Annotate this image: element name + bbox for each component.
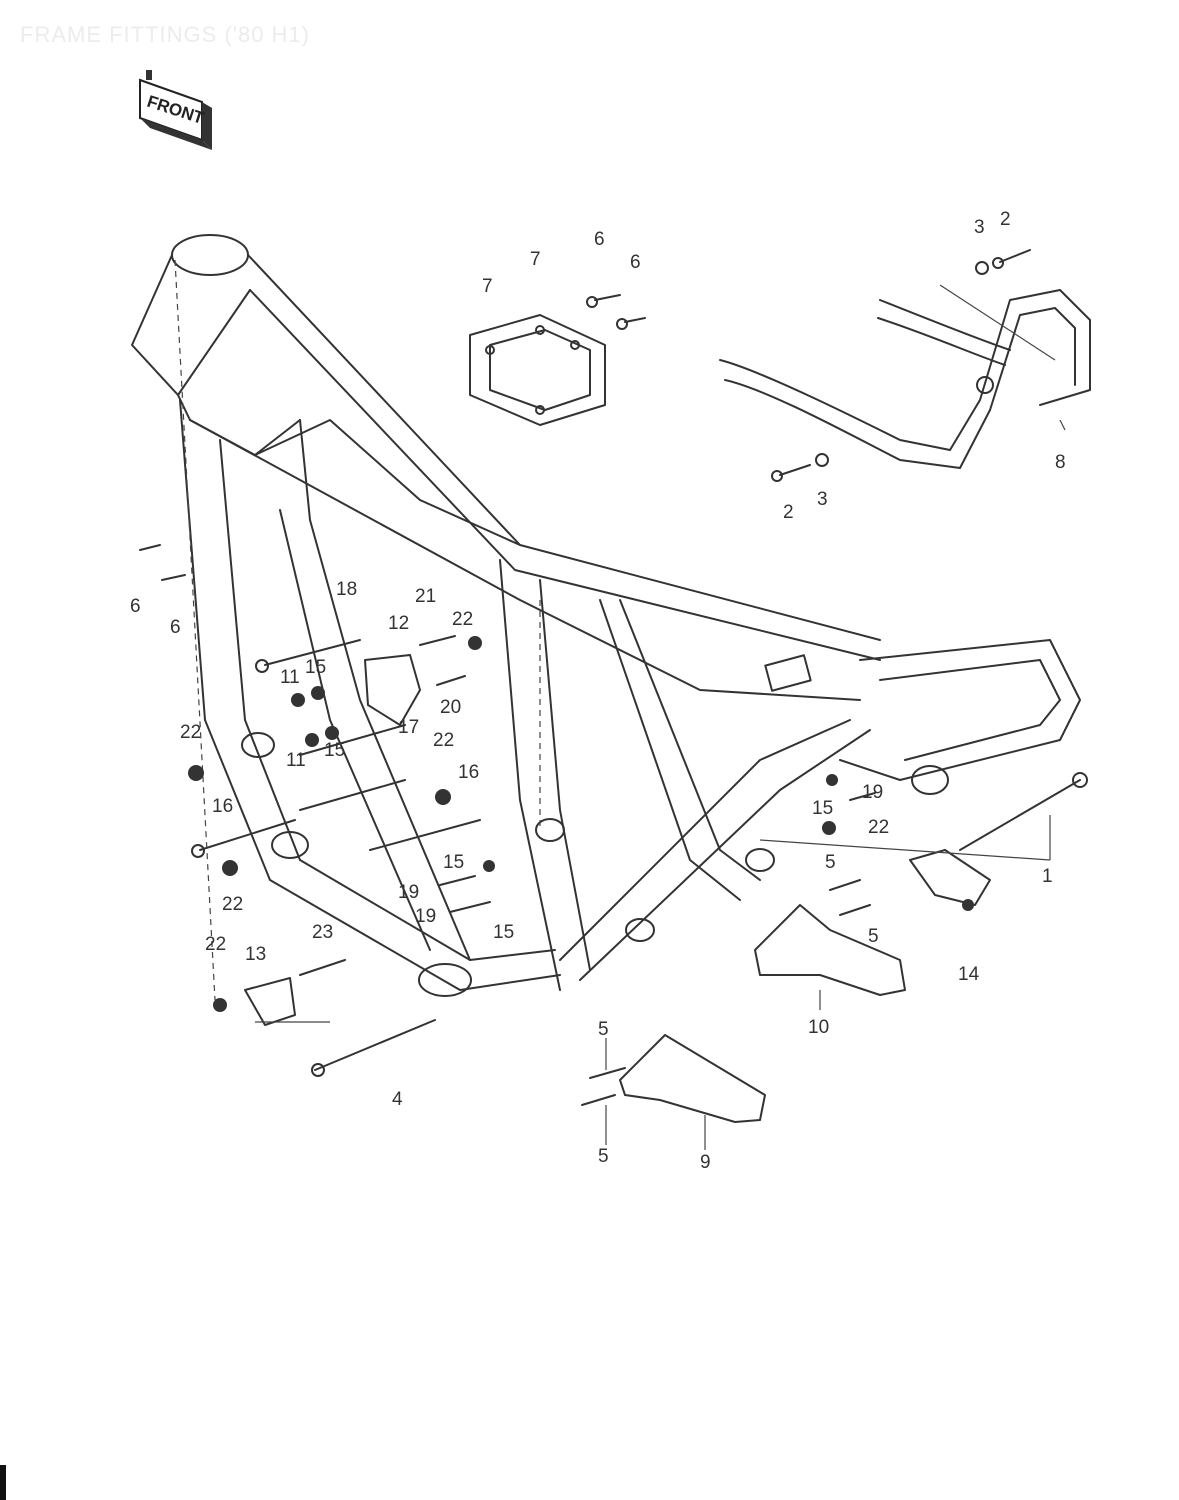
part-8-guard [719, 284, 1091, 469]
callout-7: 7 [530, 249, 541, 270]
callout-15: 15 [324, 740, 345, 761]
callout-5: 5 [598, 1146, 609, 1167]
callout-6: 6 [594, 229, 605, 250]
callout-21: 21 [415, 586, 436, 607]
frame-main [131, 234, 1081, 1001]
callout-11: 11 [280, 667, 300, 688]
callout-labels: 1 2 2 3 3 4 5 5 5 5 6 6 6 6 7 7 8 9 10 1… [130, 209, 1066, 1173]
callout-19: 19 [415, 906, 436, 927]
callout-22: 22 [452, 609, 473, 630]
callout-3: 3 [817, 489, 828, 510]
callout-12: 12 [388, 613, 409, 634]
callout-19: 19 [862, 782, 883, 803]
callout-13: 13 [245, 944, 266, 965]
callout-6: 6 [170, 617, 181, 638]
callout-6: 6 [630, 252, 641, 273]
callout-15: 15 [305, 657, 326, 678]
callout-8: 8 [1055, 452, 1066, 473]
callout-10: 10 [808, 1017, 829, 1038]
callout-4: 4 [392, 1089, 403, 1110]
page-edge-mark [0, 1465, 6, 1500]
callout-3: 3 [974, 217, 985, 238]
callout-22: 22 [180, 722, 201, 743]
callout-9: 9 [700, 1152, 711, 1173]
callout-23: 23 [312, 922, 333, 943]
callout-22: 22 [222, 894, 243, 915]
page-title: FRAME FITTINGS ('80 H1) [20, 22, 310, 47]
callout-17: 17 [398, 717, 419, 738]
callout-15: 15 [812, 798, 833, 819]
brackets [244, 654, 991, 1123]
callout-19: 19 [398, 882, 419, 903]
callout-2: 2 [783, 502, 794, 523]
callout-11: 11 [286, 750, 306, 771]
callout-5: 5 [868, 926, 879, 947]
part-7-plates [469, 314, 606, 426]
callout-22: 22 [868, 817, 889, 838]
callout-18: 18 [336, 579, 357, 600]
callout-6: 6 [130, 596, 141, 617]
callout-5: 5 [825, 852, 836, 873]
bolts [139, 249, 1088, 1106]
callout-16: 16 [458, 762, 479, 783]
callout-1: 1 [1042, 866, 1053, 887]
callout-22: 22 [433, 730, 454, 751]
callout-5: 5 [598, 1019, 609, 1040]
callout-20: 20 [440, 697, 461, 718]
callout-14: 14 [958, 964, 980, 985]
front-badge: FRONT [139, 70, 212, 150]
callout-22: 22 [205, 934, 226, 955]
callout-7: 7 [482, 276, 493, 297]
callout-15: 15 [493, 922, 514, 943]
leader-lines [605, 419, 1066, 1150]
callout-15: 15 [443, 852, 464, 873]
callout-2: 2 [1000, 209, 1011, 230]
callout-16: 16 [212, 796, 233, 817]
